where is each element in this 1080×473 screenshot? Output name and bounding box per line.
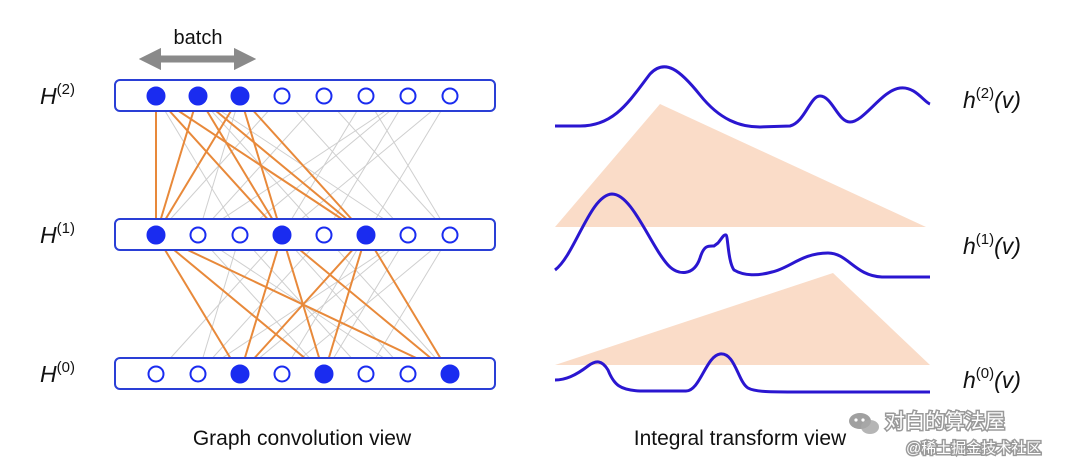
- empty-node: [441, 226, 459, 244]
- empty-node: [189, 365, 207, 383]
- filled-node: [314, 364, 334, 384]
- orange-edge: [155, 234, 241, 375]
- empty-node: [273, 365, 291, 383]
- curve-h0: [554, 352, 930, 394]
- gray-edge: [239, 95, 409, 236]
- filled-node: [188, 86, 208, 106]
- filled-node: [272, 225, 292, 245]
- layer-label-h1: H(1): [40, 220, 75, 248]
- empty-node: [189, 226, 207, 244]
- gray-edge: [239, 234, 409, 375]
- integral-caption: Integral transform view: [634, 427, 847, 450]
- empty-node: [441, 87, 459, 105]
- gray-edge: [365, 95, 451, 236]
- layer-rail-h1: [114, 218, 496, 251]
- kernel-triangle-upper: [555, 104, 926, 227]
- layer-label-h0: H(0): [40, 359, 75, 387]
- gray-edge: [281, 95, 451, 236]
- filled-node: [230, 364, 250, 384]
- batch-label: batch: [174, 27, 223, 49]
- curve-h1: [554, 192, 930, 279]
- orange-edge: [323, 234, 367, 375]
- empty-node: [399, 87, 417, 105]
- func-label-h0: h(0)(v): [963, 365, 1021, 393]
- filled-node: [146, 225, 166, 245]
- orange-edge: [239, 95, 283, 236]
- layer-rail-h2: [114, 79, 496, 112]
- orange-edge: [239, 95, 367, 236]
- empty-node: [231, 226, 249, 244]
- graph-nodes: [146, 86, 460, 384]
- gray-edge: [323, 95, 451, 236]
- gray-edge: [281, 95, 409, 236]
- empty-node: [399, 226, 417, 244]
- kernel-triangle-lower: [555, 273, 930, 365]
- filled-node: [356, 225, 376, 245]
- empty-node: [315, 226, 333, 244]
- filled-node: [440, 364, 460, 384]
- orange-edge: [239, 234, 367, 375]
- graph-caption: Graph convolution view: [193, 427, 412, 450]
- empty-node: [399, 365, 417, 383]
- orange-edges: [155, 95, 451, 375]
- orange-edge: [155, 95, 199, 236]
- empty-node: [147, 365, 165, 383]
- orange-edge: [239, 234, 283, 375]
- func-label-h1: h(1)(v): [963, 231, 1021, 259]
- curve-h2: [555, 65, 931, 129]
- orange-edge: [197, 95, 283, 236]
- watermark: 对白的算法屋 @稀土掘金技术社区: [849, 409, 1043, 459]
- orange-edge: [197, 95, 367, 236]
- orange-edge: [365, 234, 451, 375]
- orange-edge: [281, 234, 451, 375]
- filled-node: [230, 86, 250, 106]
- filled-node: [146, 86, 166, 106]
- orange-edge: [155, 234, 325, 375]
- empty-node: [357, 87, 375, 105]
- orange-edge: [155, 95, 241, 236]
- layer-label-h2: H(2): [40, 81, 75, 109]
- layer-rail-h0: [114, 357, 496, 390]
- gray-edge: [323, 234, 451, 375]
- gray-edge: [197, 234, 241, 375]
- orange-edge: [155, 95, 283, 236]
- empty-node: [315, 87, 333, 105]
- watermark-line2: @稀土掘金技术社区: [906, 440, 1041, 457]
- func-label-h2: h(2)(v): [963, 85, 1021, 113]
- empty-node: [357, 365, 375, 383]
- wechat-icon: [849, 413, 879, 434]
- watermark-line1: 对白的算法屋: [885, 410, 1005, 433]
- empty-node: [273, 87, 291, 105]
